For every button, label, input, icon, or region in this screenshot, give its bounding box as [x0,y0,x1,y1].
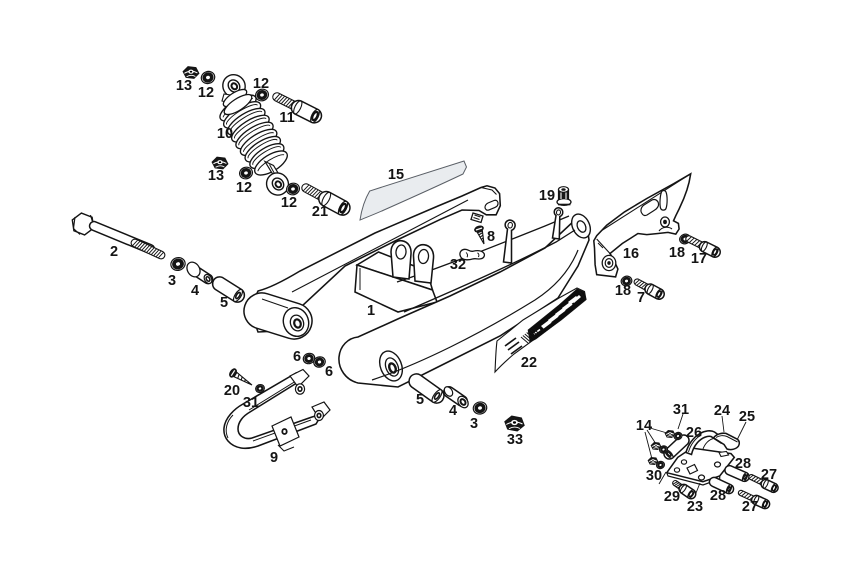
svg-text:12: 12 [253,76,269,92]
svg-text:20: 20 [224,383,240,399]
svg-text:12: 12 [236,180,252,196]
svg-text:18: 18 [615,283,631,299]
svg-text:19: 19 [539,188,555,204]
svg-text:12: 12 [281,195,297,211]
svg-text:17: 17 [691,251,707,267]
svg-text:31: 31 [673,402,689,418]
svg-text:27: 27 [742,499,758,515]
svg-text:21: 21 [312,204,328,220]
svg-text:28: 28 [735,456,751,472]
svg-text:1: 1 [367,303,375,319]
svg-text:10: 10 [217,126,233,142]
svg-text:16: 16 [623,246,639,262]
svg-text:4: 4 [191,283,199,299]
svg-text:29: 29 [664,489,680,505]
svg-text:23: 23 [687,499,703,515]
svg-text:5: 5 [416,392,424,408]
svg-text:2: 2 [110,244,118,260]
svg-text:7: 7 [637,290,645,306]
svg-text:26: 26 [686,425,702,441]
svg-text:3: 3 [168,273,176,289]
svg-text:3: 3 [470,416,478,432]
svg-text:24: 24 [714,403,730,419]
svg-text:30: 30 [646,468,662,484]
svg-text:25: 25 [739,409,755,425]
svg-text:9: 9 [270,450,278,466]
svg-text:32: 32 [450,257,466,273]
svg-text:6: 6 [293,349,301,365]
svg-text:12: 12 [198,85,214,101]
svg-text:13: 13 [176,78,192,94]
svg-text:13: 13 [208,168,224,184]
svg-text:28: 28 [710,488,726,504]
svg-text:18: 18 [669,245,685,261]
svg-text:31: 31 [243,395,259,411]
svg-text:14: 14 [636,418,652,434]
svg-text:22: 22 [521,355,537,371]
svg-text:4: 4 [449,403,457,419]
svg-text:33: 33 [507,432,523,448]
svg-text:5: 5 [220,295,228,311]
svg-text:11: 11 [279,110,294,126]
svg-text:6: 6 [325,364,333,380]
svg-text:15: 15 [388,167,404,183]
svg-text:8: 8 [487,229,495,245]
svg-text:27: 27 [761,467,777,483]
